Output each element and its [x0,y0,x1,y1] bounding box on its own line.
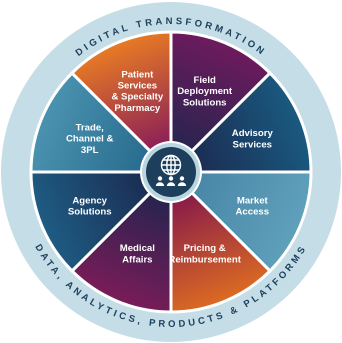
segment-patient-services-specialty-pharmacy [69,30,173,176]
segment-field-deployment-solutions [169,30,273,176]
segment-trade-channel-3pl [29,70,175,174]
segment-label-line: Services [233,139,272,150]
segment-label-line: Services [118,80,157,91]
segment-advisory-services [167,70,313,174]
segment-label-line: Solutions [68,207,112,218]
segment-label-line: Market [237,195,269,206]
segment-label-line: Access [235,207,269,218]
segment-label-line: Medical [120,243,155,254]
segment-label-line: Solutions [183,97,227,108]
segment-label-line: Pharmacy [114,103,161,114]
segment-label-line: Reimbursement [168,254,241,265]
segment-label: Pricing &Reimbursement [168,243,241,265]
segment-label: Trade,Channel &3PL [66,123,114,156]
segment-medical-affairs [69,168,173,314]
segment-label-line: & Specialty [111,92,163,103]
segment-label-line: Affairs [122,254,152,265]
segment-pricing-reimbursement [169,168,273,314]
globe-with-people-icon [155,154,187,186]
segment-label-line: 3PL [81,145,99,156]
segment-agency-solutions [29,170,175,274]
segment-label-line: Trade, [76,123,105,134]
segment-label-line: Channel & [66,134,114,145]
center-hub [140,141,202,203]
segment-label-line: Advisory [232,128,274,139]
segment-label-line: Agency [72,195,107,206]
segment-label-line: Field [193,75,216,86]
segment-market-access [167,170,313,274]
segment-label-line: Patient [121,69,154,80]
segment-label-line: Pricing & [184,243,226,254]
segment-label-line: Deployment [177,86,233,97]
